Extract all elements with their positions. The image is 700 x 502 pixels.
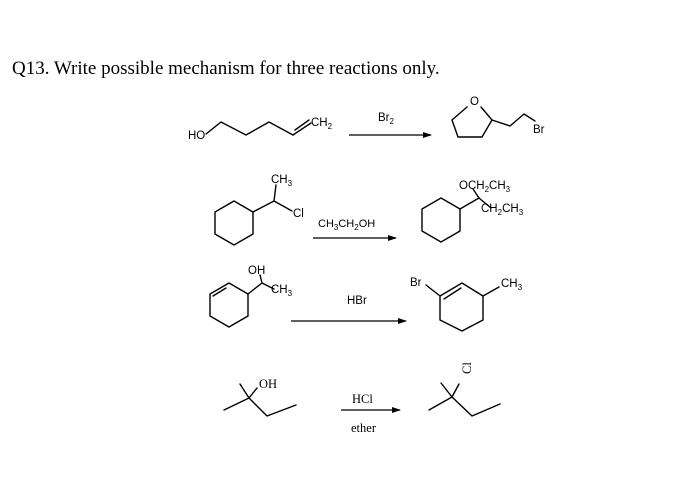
product-2-cyclohexane bbox=[421, 197, 461, 243]
reactant-3-methyl-label: CH3 bbox=[271, 284, 293, 298]
reactant-2-chlorine-label: Cl bbox=[293, 208, 304, 220]
product-2-ethyl-label: CH2CH3 bbox=[481, 203, 524, 217]
reactant-2-cyclohexane bbox=[214, 200, 254, 246]
product-2-ethoxy-bond bbox=[472, 188, 480, 199]
product-1-thf-ring bbox=[451, 106, 493, 138]
reactant-3-ring-to-carbon bbox=[247, 282, 263, 295]
reactant-4-methyl-up bbox=[239, 383, 250, 399]
reagent-4-bottom-label: ether bbox=[351, 421, 377, 435]
reactant-2-methyl-label: CH3 bbox=[271, 174, 293, 188]
product-1-bromomethyl-chain bbox=[491, 113, 536, 127]
reactant-2-chloro-bond bbox=[273, 200, 293, 212]
product-4-backbone bbox=[428, 396, 501, 417]
reactant-1-double-bond-a bbox=[292, 122, 312, 136]
reaction-1: HO CH2 Br2 O Br bbox=[188, 96, 545, 142]
product-3-bromine-label: Br bbox=[410, 277, 422, 289]
reactant-3-methyl-bond bbox=[261, 282, 275, 290]
product-4-chloro-bond bbox=[451, 383, 460, 398]
product-4-methyl-up bbox=[440, 382, 453, 398]
reactant-4-backbone bbox=[223, 397, 297, 417]
reaction-3: OH CH3 HBr Br CH3 bbox=[209, 265, 523, 332]
product-2-ethoxy-label: OCH2CH3 bbox=[459, 180, 511, 194]
question-title: Q13. Write possible mechanism for three … bbox=[12, 58, 440, 79]
reagent-1-label: Br2 bbox=[378, 112, 395, 126]
reactant-2-ring-to-carbon bbox=[252, 200, 275, 213]
product-3-methyl-bond bbox=[482, 286, 500, 297]
reactant-3-hydroxyl-bond bbox=[259, 274, 263, 284]
product-3-methyl-label: CH3 bbox=[501, 278, 523, 292]
reactant-1-double-bond-b bbox=[294, 119, 310, 131]
product-1-bromine-label: Br bbox=[533, 124, 545, 136]
reactant-1-ch2-label: CH2 bbox=[311, 117, 333, 131]
product-3-cyclohexene bbox=[439, 282, 484, 332]
reaction-2: CH3 Cl CH3CH2OH OCH2CH3 CH2CH3 bbox=[214, 174, 524, 246]
reagent-4-top-label: HCl bbox=[352, 392, 373, 406]
reagent-2-label: CH3CH2OH bbox=[318, 218, 375, 232]
product-1-oxygen-label: O bbox=[470, 96, 479, 108]
product-2-ring-to-carbon bbox=[459, 197, 480, 210]
reactant-3-ring-double-bond bbox=[212, 287, 227, 297]
reactant-3-cyclohexene bbox=[209, 282, 249, 328]
product-3-bromo-bond bbox=[425, 284, 441, 297]
product-4-chlorine-label: Cl bbox=[460, 362, 474, 374]
reactant-3-hydroxyl-label: OH bbox=[248, 265, 265, 277]
reactant-4-hydroxyl-bond bbox=[248, 387, 258, 399]
reaction-4: OH HCl ether Cl bbox=[223, 362, 501, 435]
reactant-1-hydroxyl-label: HO bbox=[188, 130, 205, 142]
product-3-ring-double-bond bbox=[443, 287, 462, 300]
reactant-1-chain bbox=[205, 121, 294, 136]
reactant-4-hydroxyl-label: OH bbox=[259, 377, 277, 391]
reagent-3-label: HBr bbox=[347, 295, 367, 307]
reactant-2-methyl-bond bbox=[273, 184, 277, 202]
product-2-ethyl-bond bbox=[478, 197, 492, 209]
